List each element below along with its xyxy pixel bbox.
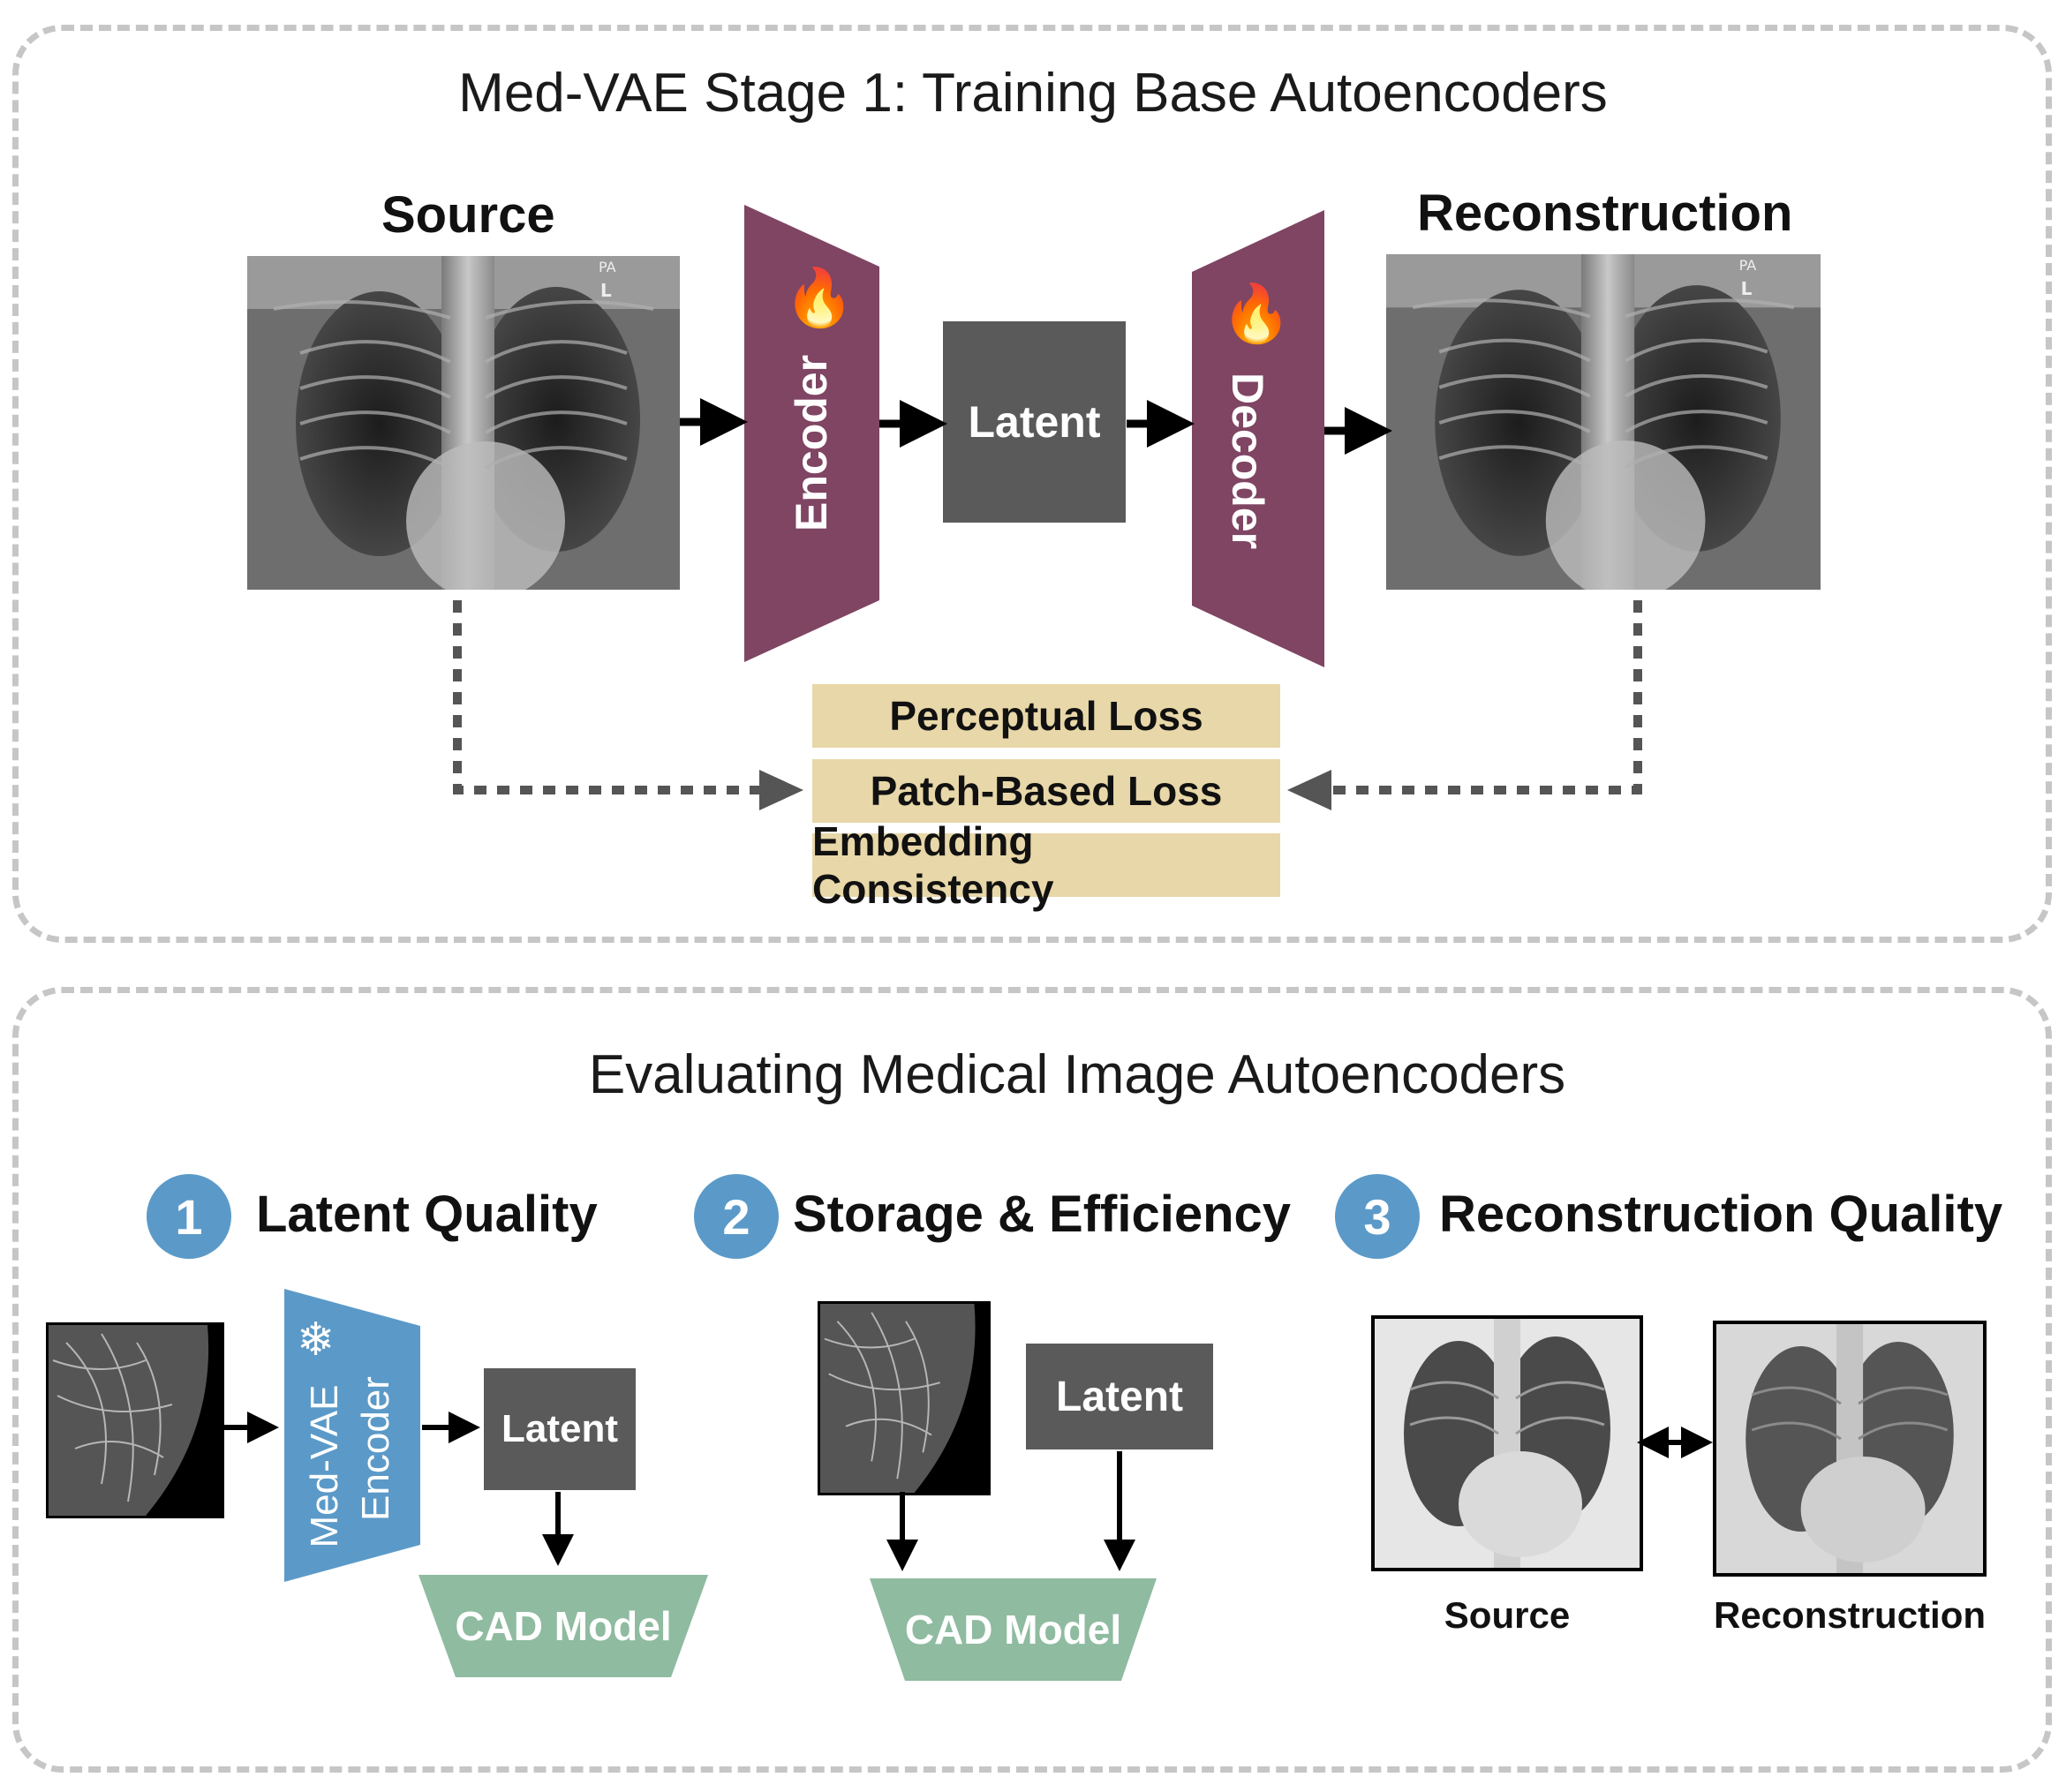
latent-box: Latent (943, 321, 1126, 523)
fire-icon: 🔥 (1221, 282, 1292, 345)
source-caption: Source (1444, 1594, 1571, 1636)
encoder-shape (744, 205, 879, 662)
loss-box-perceptual: Perceptual Loss (812, 684, 1280, 748)
decoder-shape (1192, 210, 1324, 667)
reconstruction-xray-small (1713, 1321, 1987, 1577)
source-xray-image: PA L (247, 256, 680, 590)
source-xray-small (1371, 1315, 1643, 1571)
cad-model-label-section2: CAD Model (904, 1607, 1122, 1653)
latent-box-section1: Latent (484, 1368, 636, 1490)
latent-label-section1: Latent (501, 1407, 618, 1450)
section-title-storage-efficiency: Storage & Efficiency (793, 1186, 1292, 1243)
svg-text:L: L (1741, 278, 1753, 299)
svg-text:L: L (600, 280, 612, 301)
svg-text:PA: PA (599, 259, 616, 275)
stage1-panel (12, 25, 2052, 943)
mammogram-image-1 (46, 1322, 224, 1518)
stage1-title: Med-VAE Stage 1: Training Base Autoencod… (458, 63, 1608, 124)
latent-box-section2: Latent (1026, 1344, 1213, 1449)
stage1-arrows (453, 398, 1642, 810)
snowflake-icon: ❄ (297, 1314, 336, 1366)
reconstruction-xray-image: PA L (1386, 254, 1821, 590)
reconstruction-caption: Reconstruction (1713, 1594, 1987, 1636)
fire-icon: 🔥 (784, 266, 855, 329)
section-number-3: 3 (1335, 1174, 1420, 1259)
cad-model-label-section1: CAD Model (455, 1603, 672, 1649)
evaluation-title: Evaluating Medical Image Autoencoders (588, 1044, 1566, 1105)
latent-label-section2: Latent (1056, 1373, 1183, 1420)
section-number-1: 1 (147, 1174, 231, 1259)
evaluation-arrows (221, 1412, 1713, 1571)
section-title-reconstruction-quality: Reconstruction Quality (1439, 1186, 2003, 1243)
source-label: Source (381, 186, 555, 244)
mammogram-image-2 (818, 1301, 991, 1495)
section-number-2: 2 (694, 1174, 779, 1259)
cad-model-shape (418, 1575, 708, 1677)
loss-box-embedding: Embedding Consistency (812, 818, 1280, 912)
cad-model-section2: CAD Model (870, 1578, 1157, 1681)
medvae-encoder-shape (284, 1289, 420, 1582)
evaluation-panel (12, 987, 2052, 1773)
svg-text:PA: PA (1739, 257, 1757, 274)
cad-model-shape (870, 1578, 1157, 1681)
cad-model-section1: CAD Model (418, 1575, 708, 1677)
loss-box-patch-based: Patch-Based Loss (812, 759, 1280, 823)
section-title-latent-quality: Latent Quality (256, 1186, 598, 1243)
latent-label: Latent (968, 397, 1101, 447)
reconstruction-label: Reconstruction (1417, 184, 1793, 242)
